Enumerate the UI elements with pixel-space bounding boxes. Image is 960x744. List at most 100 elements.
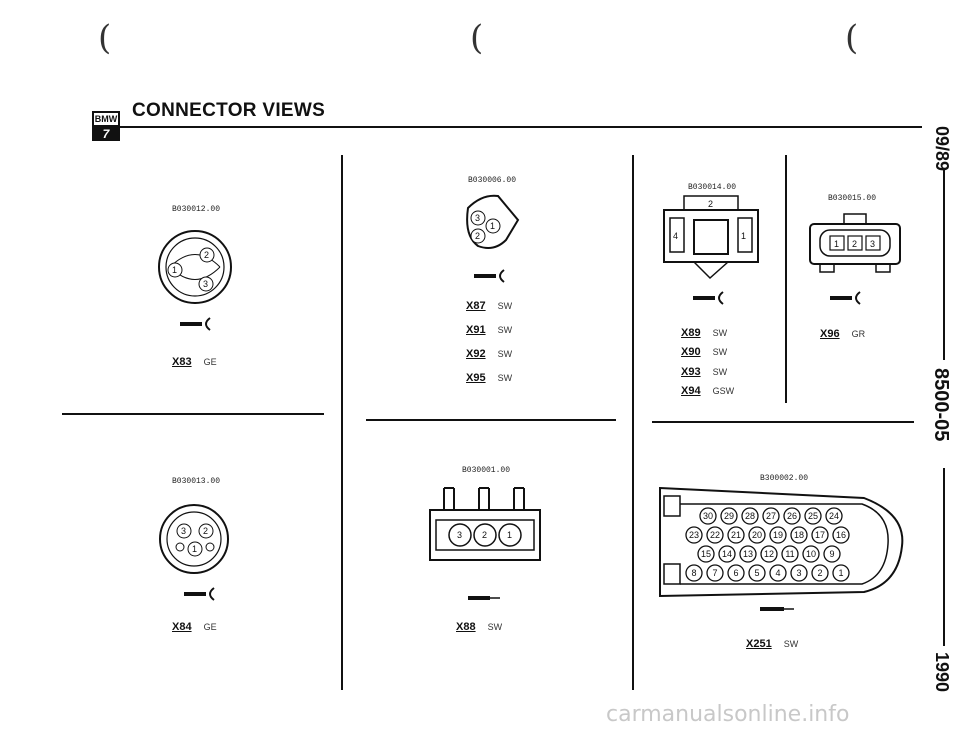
connector-b030014-diagram: 2 4 1 bbox=[663, 195, 759, 280]
pin-circle bbox=[727, 526, 745, 544]
svg-text:1: 1 bbox=[507, 530, 512, 540]
pin-number: 17 bbox=[815, 530, 825, 540]
pin-number: 19 bbox=[773, 530, 783, 540]
pin-id: X93 bbox=[681, 366, 701, 378]
column-divider-3 bbox=[785, 155, 787, 403]
punch-mark-center: ( bbox=[470, 18, 484, 58]
svg-text:2: 2 bbox=[475, 231, 480, 241]
part-number-b030001: B030001.00 bbox=[462, 466, 511, 475]
pin-circle bbox=[783, 507, 801, 525]
pin-row: X90 SW bbox=[681, 346, 727, 358]
pin-circle bbox=[760, 545, 778, 563]
pin-id: X90 bbox=[681, 346, 701, 358]
side-rule-1 bbox=[943, 170, 945, 360]
pin-number: 6 bbox=[733, 568, 738, 578]
plug-symbol-b030015 bbox=[830, 291, 861, 305]
svg-text:1: 1 bbox=[490, 221, 495, 231]
pin-id: X94 bbox=[681, 385, 701, 397]
pin-number: 2 bbox=[817, 568, 822, 578]
connector-b030012-diagram: 2 1 3 bbox=[158, 230, 232, 304]
pin-number: 22 bbox=[710, 530, 720, 540]
pin-number: 12 bbox=[764, 549, 774, 559]
pin-circle bbox=[706, 526, 724, 544]
pin-id: X96 bbox=[820, 328, 840, 340]
pin-number: 5 bbox=[754, 568, 759, 578]
svg-text:2: 2 bbox=[482, 530, 487, 540]
connector-b030001-diagram: 3 2 1 bbox=[429, 487, 541, 561]
plug-symbol-b030006 bbox=[474, 269, 505, 283]
pin-number: 20 bbox=[752, 530, 762, 540]
wire-color: SW bbox=[712, 347, 728, 357]
header-rule bbox=[92, 126, 922, 128]
pin-circle bbox=[727, 564, 745, 582]
pin-id: X87 bbox=[466, 300, 486, 312]
pin-id: X83 bbox=[172, 356, 192, 368]
pin-circle bbox=[706, 564, 724, 582]
pin-circle bbox=[802, 545, 820, 563]
pin-number: 14 bbox=[722, 549, 732, 559]
svg-text:3: 3 bbox=[203, 279, 208, 289]
svg-text:1: 1 bbox=[834, 239, 839, 249]
part-number-b300002: B300002.00 bbox=[760, 474, 809, 483]
pin-number: 15 bbox=[701, 549, 711, 559]
part-number-b030015: B030015.00 bbox=[828, 194, 877, 203]
pin-number: 26 bbox=[787, 511, 797, 521]
column-divider-1 bbox=[341, 155, 343, 690]
part-number-b030014: B030014.00 bbox=[688, 183, 737, 192]
pin-number: 4 bbox=[775, 568, 780, 578]
part-number-b030006: B030006.00 bbox=[468, 176, 517, 185]
pin-circle bbox=[832, 564, 850, 582]
pin-circle bbox=[699, 507, 717, 525]
pin-circle bbox=[790, 564, 808, 582]
part-number-b030013: B030013.00 bbox=[172, 477, 221, 486]
pin-circle bbox=[790, 526, 808, 544]
pin-circle bbox=[832, 526, 850, 544]
pin-circle bbox=[769, 526, 787, 544]
pin-circle bbox=[762, 507, 780, 525]
pin-circle bbox=[697, 545, 715, 563]
pin-circle bbox=[748, 564, 766, 582]
side-section-number: 8500-05 bbox=[930, 368, 952, 442]
svg-text:4: 4 bbox=[673, 231, 678, 241]
wire-color: SW bbox=[497, 325, 513, 335]
svg-text:3: 3 bbox=[181, 526, 186, 536]
pin-id: X251 bbox=[746, 638, 772, 650]
row-divider-3 bbox=[652, 421, 914, 423]
pin-number: 18 bbox=[794, 530, 804, 540]
wire-color: SW bbox=[497, 349, 513, 359]
pin-number: 28 bbox=[745, 511, 755, 521]
plug-symbol-b030013 bbox=[184, 587, 215, 601]
pin-id: X88 bbox=[456, 621, 476, 633]
svg-text:2: 2 bbox=[204, 250, 209, 260]
svg-text:3: 3 bbox=[870, 239, 875, 249]
pin-number: 27 bbox=[766, 511, 776, 521]
svg-text:1: 1 bbox=[741, 231, 746, 241]
watermark: carmanualsonline.info bbox=[606, 702, 850, 727]
connector-b030006-diagram: 3 1 2 bbox=[466, 194, 520, 249]
side-rule-2 bbox=[943, 468, 945, 646]
pin-number: 25 bbox=[808, 511, 818, 521]
pin-circle bbox=[804, 507, 822, 525]
pin-number: 8 bbox=[691, 568, 696, 578]
wire-color: SW bbox=[712, 367, 728, 377]
pin-number: 23 bbox=[689, 530, 699, 540]
pin-number: 3 bbox=[796, 568, 801, 578]
svg-text:2: 2 bbox=[203, 526, 208, 536]
pin-circle bbox=[739, 545, 757, 563]
svg-text:1: 1 bbox=[172, 265, 177, 275]
wire-color: SW bbox=[497, 301, 513, 311]
pin-id: X95 bbox=[466, 372, 486, 384]
pin-circle bbox=[825, 507, 843, 525]
pin-number: 10 bbox=[806, 549, 816, 559]
pin-number: 7 bbox=[712, 568, 717, 578]
plug-symbol-b300002 bbox=[760, 607, 794, 611]
pin-circle bbox=[769, 564, 787, 582]
